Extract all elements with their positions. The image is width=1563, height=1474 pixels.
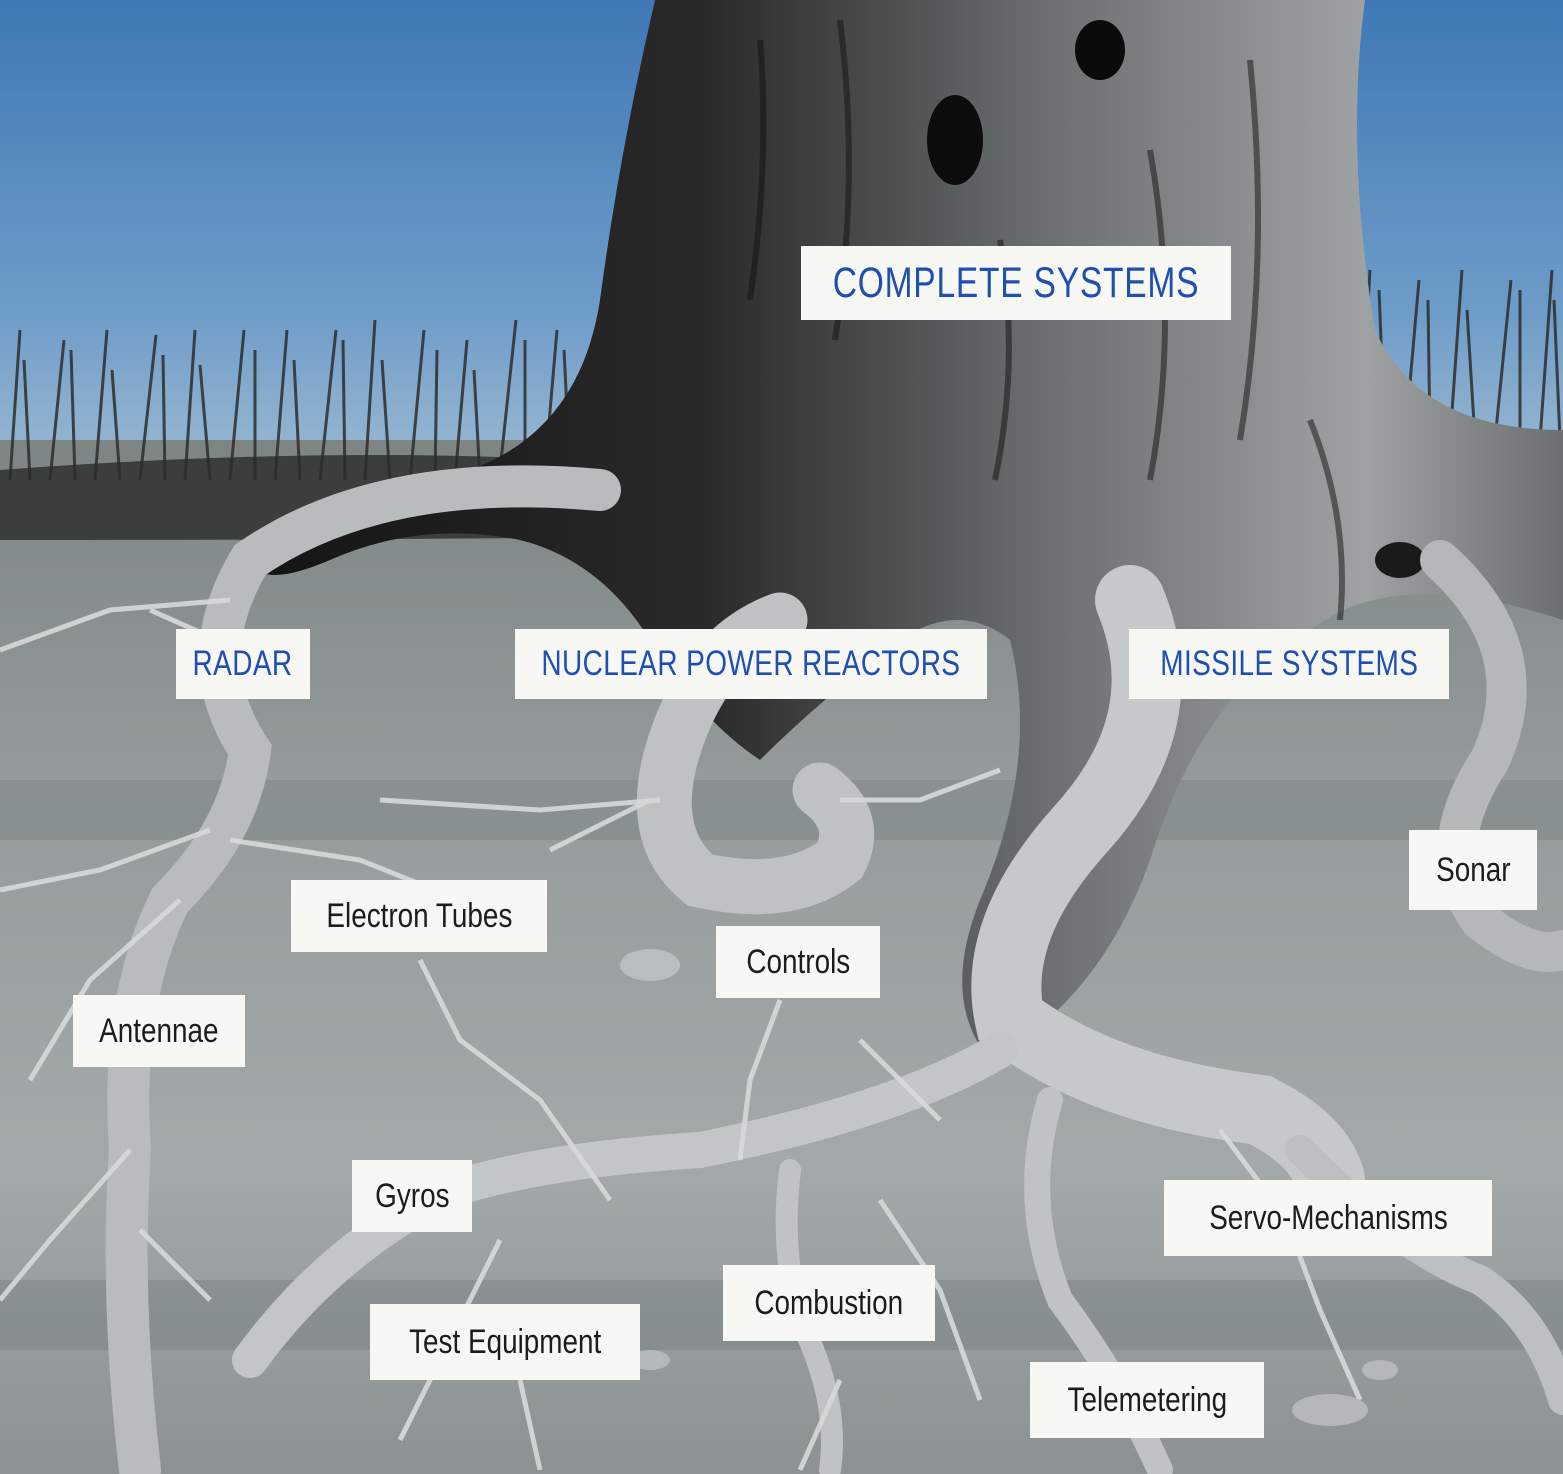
root-radar (105, 465, 621, 1474)
tree-trunk (250, 0, 1563, 1060)
label-servo-mechanisms: Servo-Mechanisms (1164, 1180, 1492, 1256)
knot-hole (1375, 542, 1425, 578)
label-telemetering: Telemetering (1030, 1362, 1264, 1438)
label-controls: Controls (716, 926, 880, 998)
label-antennae: Antennae (73, 995, 245, 1067)
label-combustion: Combustion (723, 1265, 935, 1341)
root-missile (971, 565, 1365, 1215)
label-radar: RADAR (176, 629, 310, 699)
stone (1362, 1360, 1398, 1380)
label-missile-systems: MISSILE SYSTEMS (1129, 629, 1449, 699)
stone (620, 949, 680, 981)
label-complete-systems: COMPLETE SYSTEMS (801, 246, 1231, 320)
root-right (1420, 540, 1563, 972)
label-sonar: Sonar (1409, 830, 1537, 910)
label-test-equipment: Test Equipment (370, 1304, 640, 1380)
roots (105, 465, 1563, 1474)
root-low-branch (232, 1032, 1018, 1378)
label-gyros: Gyros (352, 1160, 472, 1232)
knot-hole (1075, 20, 1125, 80)
label-nuclear-power-reactors: NUCLEAR POWER REACTORS (515, 629, 987, 699)
stone (1292, 1394, 1368, 1426)
label-electron-tubes: Electron Tubes (291, 880, 547, 952)
stone (630, 1350, 670, 1370)
knot-hole (927, 95, 983, 185)
